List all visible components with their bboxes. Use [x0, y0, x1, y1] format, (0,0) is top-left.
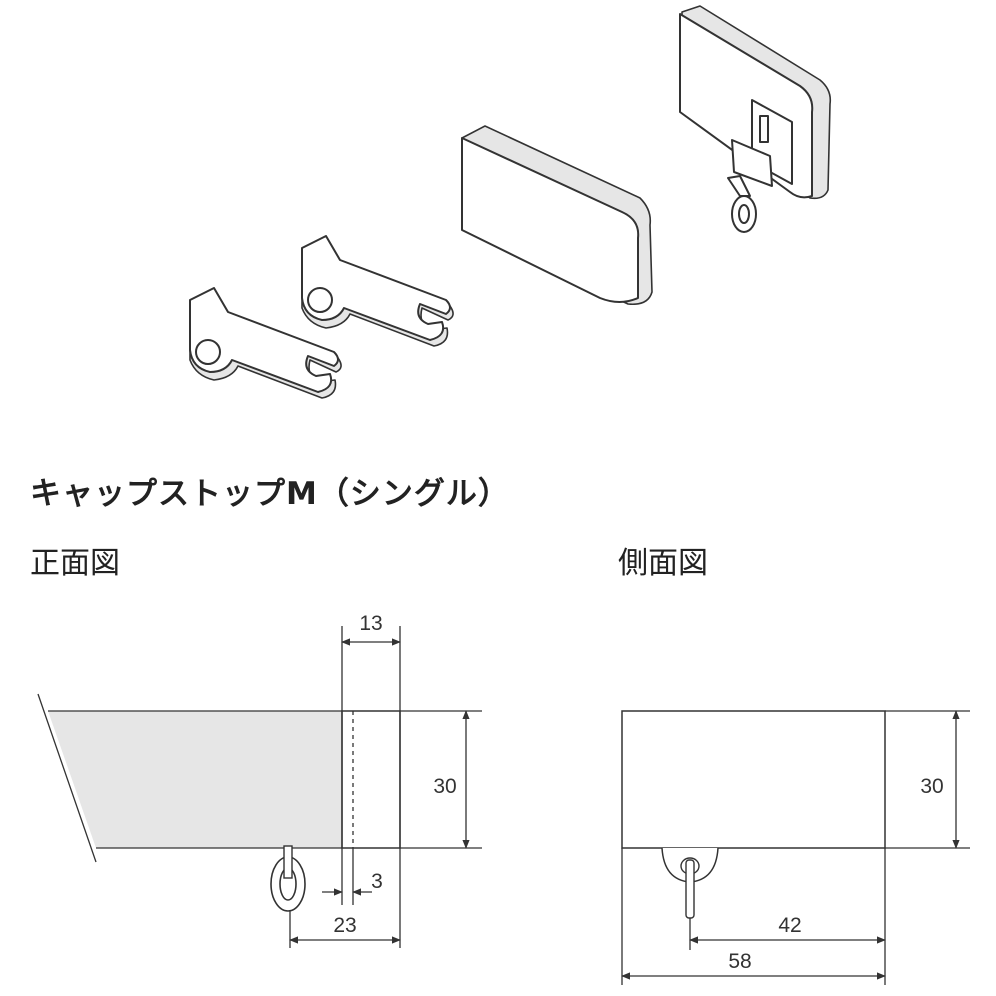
front-view-drawing: 13 30 3 23 — [37, 612, 482, 948]
cap-side-profile — [621, 710, 886, 849]
cap-front-profile — [341, 710, 401, 849]
dim-23: 23 — [333, 914, 356, 937]
dim-42: 42 — [778, 914, 801, 937]
bracket-part-1 — [189, 287, 342, 399]
bracket-part-2 — [301, 235, 454, 347]
front-view-label: 正面図 — [30, 546, 120, 581]
product-title: キャップストップM（シングル） — [30, 476, 510, 512]
cap-part — [461, 125, 653, 306]
side-runner — [661, 847, 719, 919]
runner-ring — [270, 845, 306, 912]
dim-13: 13 — [359, 612, 382, 635]
product-illustration — [189, 5, 832, 399]
dim-58: 58 — [728, 950, 751, 973]
dim-3: 3 — [371, 870, 383, 893]
assembled-unit — [679, 5, 832, 233]
dim-side-30: 30 — [920, 775, 943, 798]
dim-front-30: 30 — [433, 775, 456, 798]
rail-section — [48, 711, 342, 848]
side-view-label: 側面図 — [618, 546, 708, 581]
side-view-drawing: 30 42 58 — [621, 710, 970, 985]
